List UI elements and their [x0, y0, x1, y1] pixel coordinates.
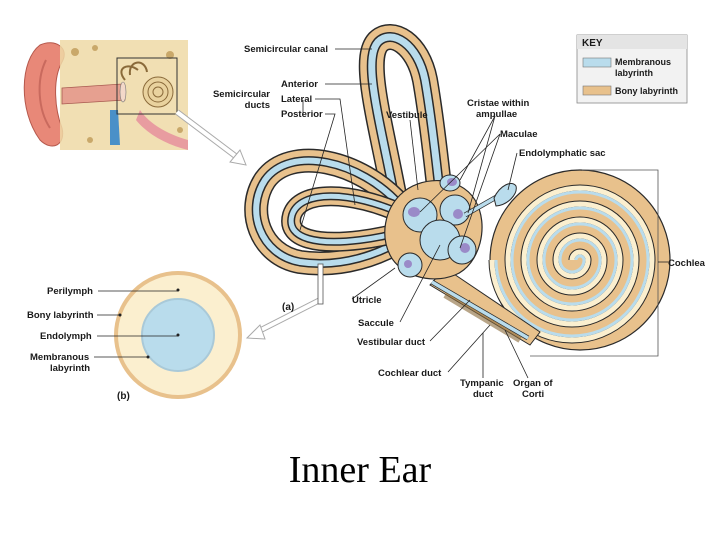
- label-cristae-line2: ampullae: [476, 109, 517, 120]
- key-swatch-membranous: [582, 57, 612, 68]
- label-tympanic-duct: Tympanic: [460, 378, 504, 389]
- label-membranous-labyrinth: Membranous: [30, 352, 89, 363]
- label-semicircular-ducts-line2: ducts: [245, 100, 270, 111]
- label-organ-of-corti: Organ of: [513, 378, 553, 389]
- ear-overview-inset: [20, 30, 192, 155]
- key-swatch-bony: [582, 85, 612, 96]
- label-posterior: Posterior: [281, 109, 323, 120]
- key-label-membranous: Membranous: [615, 57, 671, 67]
- label-vestibular-duct: Vestibular duct: [357, 337, 426, 348]
- section-pointer-arrow: [245, 297, 322, 340]
- labyrinth-labels: Semicircular canal Semicircular ducts An…: [213, 44, 706, 400]
- cochlea-bracket: [530, 169, 659, 357]
- labyrinth-leaders: [299, 48, 668, 379]
- cross-section-illustration: [114, 271, 242, 399]
- semicircular-canal-loop: [358, 24, 453, 203]
- label-utricle: Utricle: [352, 295, 382, 306]
- key-title: KEY: [582, 38, 603, 49]
- label-endolymphatic-sac: Endolymphatic sac: [519, 148, 606, 159]
- label-saccule: Saccule: [358, 318, 394, 329]
- posterior-canal-loop: [281, 186, 418, 252]
- lateral-canal-loop: [244, 148, 417, 276]
- key-legend: KEY Membranous labyrinth Bony labyrinth: [576, 34, 688, 104]
- cochlea-spiral: [488, 169, 671, 351]
- label-maculae: Maculae: [500, 129, 538, 140]
- membranous-labyrinth-illustration: [244, 24, 671, 357]
- cross-section-leaders: [94, 290, 178, 358]
- panel-a-tag: (a): [282, 302, 294, 313]
- key-label-bony: Bony labyrinth: [615, 86, 678, 96]
- endolymphatic-sac: [463, 183, 517, 218]
- label-cochlear-duct: Cochlear duct: [378, 368, 442, 379]
- label-tympanic-duct-line2: duct: [473, 389, 494, 400]
- slide-caption: Inner Ear: [288, 449, 432, 491]
- label-organ-of-corti-line2: Corti: [522, 389, 544, 400]
- label-membranous-labyrinth-line2: labyrinth: [50, 363, 90, 374]
- label-perilymph: Perilymph: [47, 286, 93, 297]
- label-vestibule: Vestibule: [386, 110, 428, 121]
- key-label-membranous-line2: labyrinth: [615, 68, 653, 78]
- label-cristae: Cristae within: [467, 98, 529, 109]
- label-lateral: Lateral: [281, 94, 312, 105]
- cochlear-duct-section: [429, 267, 541, 346]
- panel-b-tag: (b): [117, 391, 130, 402]
- label-semicircular-ducts: Semicircular: [213, 89, 270, 100]
- inset-pointer-arrow: [175, 109, 247, 166]
- label-semicircular-canal: Semicircular canal: [244, 44, 328, 55]
- label-cochlea: Cochlea: [668, 258, 706, 269]
- vestibule-body: [384, 174, 483, 280]
- label-anterior: Anterior: [281, 79, 318, 90]
- label-bony-labyrinth: Bony labyrinth: [27, 310, 94, 321]
- cross-section-labels: Perilymph Bony labyrinth Endolymph Membr…: [27, 286, 130, 402]
- label-endolymph: Endolymph: [40, 331, 92, 342]
